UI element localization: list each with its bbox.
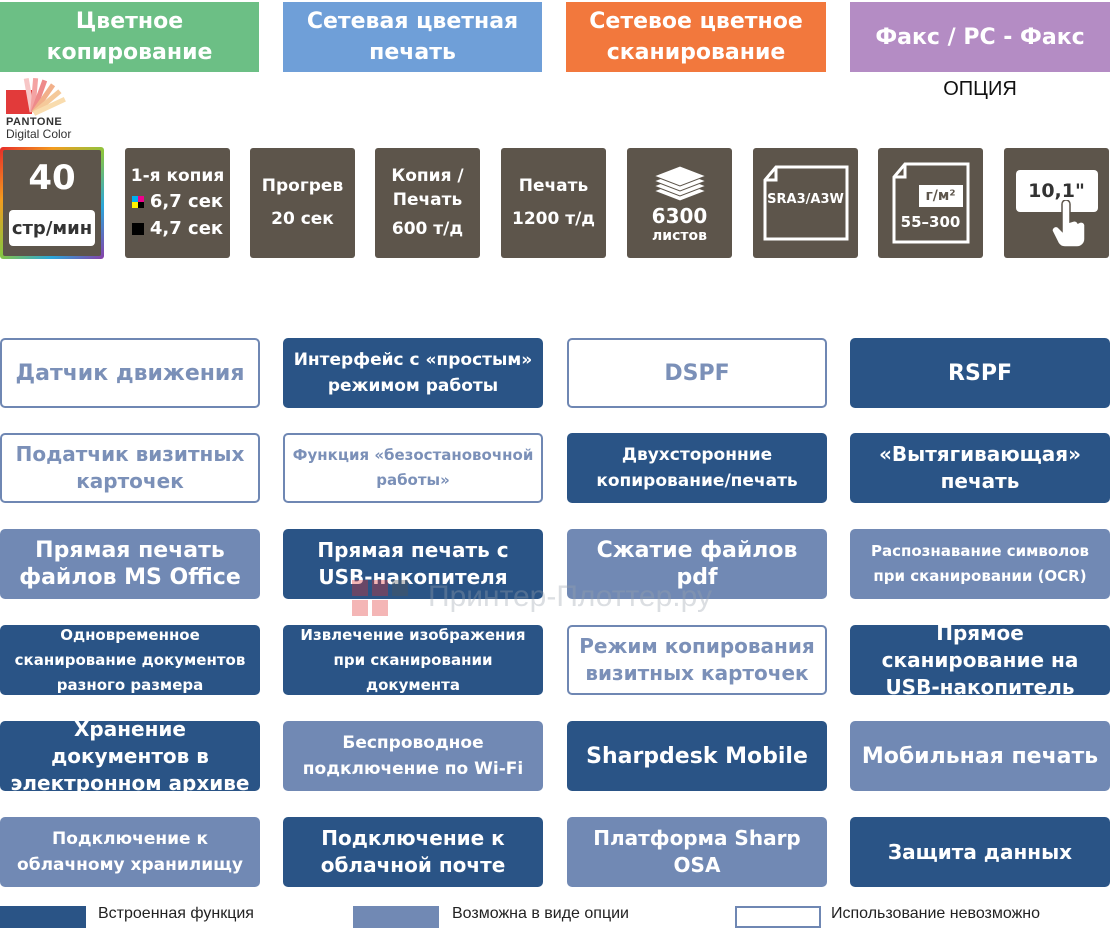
paper-count: 6300 [651, 204, 708, 228]
feature-cloud-storage: Подключение к облачному хранилищу [0, 817, 260, 887]
feature-sharp-osa: Платформа Sharp OSA [567, 817, 827, 887]
pantone-fan-icon [6, 77, 66, 116]
sheet-weight-icon [892, 162, 969, 244]
legend-swatch-optional [353, 906, 439, 928]
paper-stack-icon [652, 165, 707, 202]
pantone-logo: PANTONE Digital Color [4, 76, 76, 140]
feature-cloud-mail: Подключение к облачной почте [283, 817, 543, 887]
first-copy-color: 6,7 сек [149, 191, 224, 212]
option-label: ОПЦИЯ [943, 78, 1017, 100]
legend-builtin: Встроенная функция [98, 905, 254, 922]
sheet-icon [763, 165, 848, 241]
weight-unit: г/м² [918, 185, 963, 207]
legend-optional: Возможна в виде опции [452, 905, 629, 922]
feature-nonstop-operation: Функция «безостановочной работы» [283, 433, 543, 503]
spec-warmup: Прогрев 20 сек [250, 148, 355, 258]
black-square-icon [131, 222, 144, 235]
spec-paper-weight: г/м² 55–300 [878, 148, 983, 258]
feature-sharpdesk-mobile: Sharpdesk Mobile [567, 721, 827, 791]
warmup-value: 20 сек [271, 209, 334, 229]
copy-print-label: Копия / Печать [391, 166, 464, 210]
feature-business-card-feeder: Податчик визитных карточек [0, 433, 260, 503]
cmyk-color-icon [131, 195, 144, 208]
legend-unavailable: Использование невозможно [831, 905, 1041, 922]
spec-print-resolution: Печать 1200 т/д [501, 148, 606, 258]
speed-unit: стр/мин [9, 210, 95, 246]
first-copy-bw: 4,7 сек [149, 218, 224, 239]
touch-hand-icon [1050, 200, 1086, 248]
spec-touch-screen: 10,1" [1004, 148, 1109, 258]
header-fax: Факс / PC - Факс [850, 2, 1110, 72]
print-label: Печать [518, 176, 589, 196]
pantone-brand: PANTONE [6, 116, 63, 128]
feature-ocr: Распознавание символов при сканировании … [850, 529, 1110, 599]
header-color-copying: Цветное копирование [0, 2, 259, 72]
feature-data-security: Защита данных [850, 817, 1110, 887]
feature-mixed-size-scan: Одновременное сканирование документов ра… [0, 625, 260, 695]
feature-wifi: Беспроводное подключение по Wi-Fi [283, 721, 543, 791]
feature-business-card-copy: Режим копирования визитных карточек [567, 625, 827, 695]
print-value: 1200 т/д [511, 209, 596, 229]
feature-image-extraction: Извлечение изображения при сканировании … [283, 625, 543, 695]
feature-duplex-copy-print: Двухсторонние копирование/печать [567, 433, 827, 503]
speed-value: 40 [28, 158, 76, 198]
feature-pull-print: «Вытягивающая» печать [850, 433, 1110, 503]
paper-unit: листов [652, 228, 707, 244]
header-network-color-printing: Сетевая цветная печать [283, 2, 542, 72]
feature-easy-mode-interface: Интерфейс с «простым» режимом работы [283, 338, 543, 408]
paper-size-value: SRA3/A3W [767, 192, 844, 207]
spec-copy-print-resolution: Копия / Печать 600 т/д [375, 148, 480, 258]
header-network-color-scanning: Сетевое цветное сканирование [566, 2, 826, 72]
feature-document-archive: Хранение документов в электронном архиве [0, 717, 260, 795]
feature-direct-print-usb: Прямая печать с USB-накопителя [283, 529, 543, 599]
feature-direct-print-ms-office: Прямая печать файлов MS Office [0, 529, 260, 599]
feature-motion-sensor: Датчик движения [0, 338, 260, 408]
spec-speed: 40 стр/мин [0, 147, 104, 259]
screen-size: 10,1" [1015, 170, 1098, 212]
legend-swatch-builtin [0, 906, 86, 928]
feature-mobile-print: Мобильная печать [850, 721, 1110, 791]
pantone-sub: Digital Color [6, 127, 72, 141]
first-copy-label: 1-я копия [130, 166, 225, 186]
spec-paper-capacity: 6300 листов [627, 148, 732, 258]
legend-swatch-unavailable [735, 906, 821, 928]
feature-scan-to-usb: Прямое сканирование на USB-накопитель [850, 621, 1110, 699]
feature-rspf: RSPF [850, 338, 1110, 408]
weight-range: 55–300 [900, 213, 961, 231]
spec-first-copy: 1-я копия 6,7 сек 4,7 сек [125, 148, 230, 258]
spec-paper-size: SRA3/A3W [753, 148, 858, 258]
copy-print-value: 600 т/д [391, 219, 464, 239]
feature-dspf: DSPF [567, 338, 827, 408]
feature-pdf-compression: Сжатие файлов pdf [567, 529, 827, 599]
warmup-label: Прогрев [261, 176, 344, 196]
